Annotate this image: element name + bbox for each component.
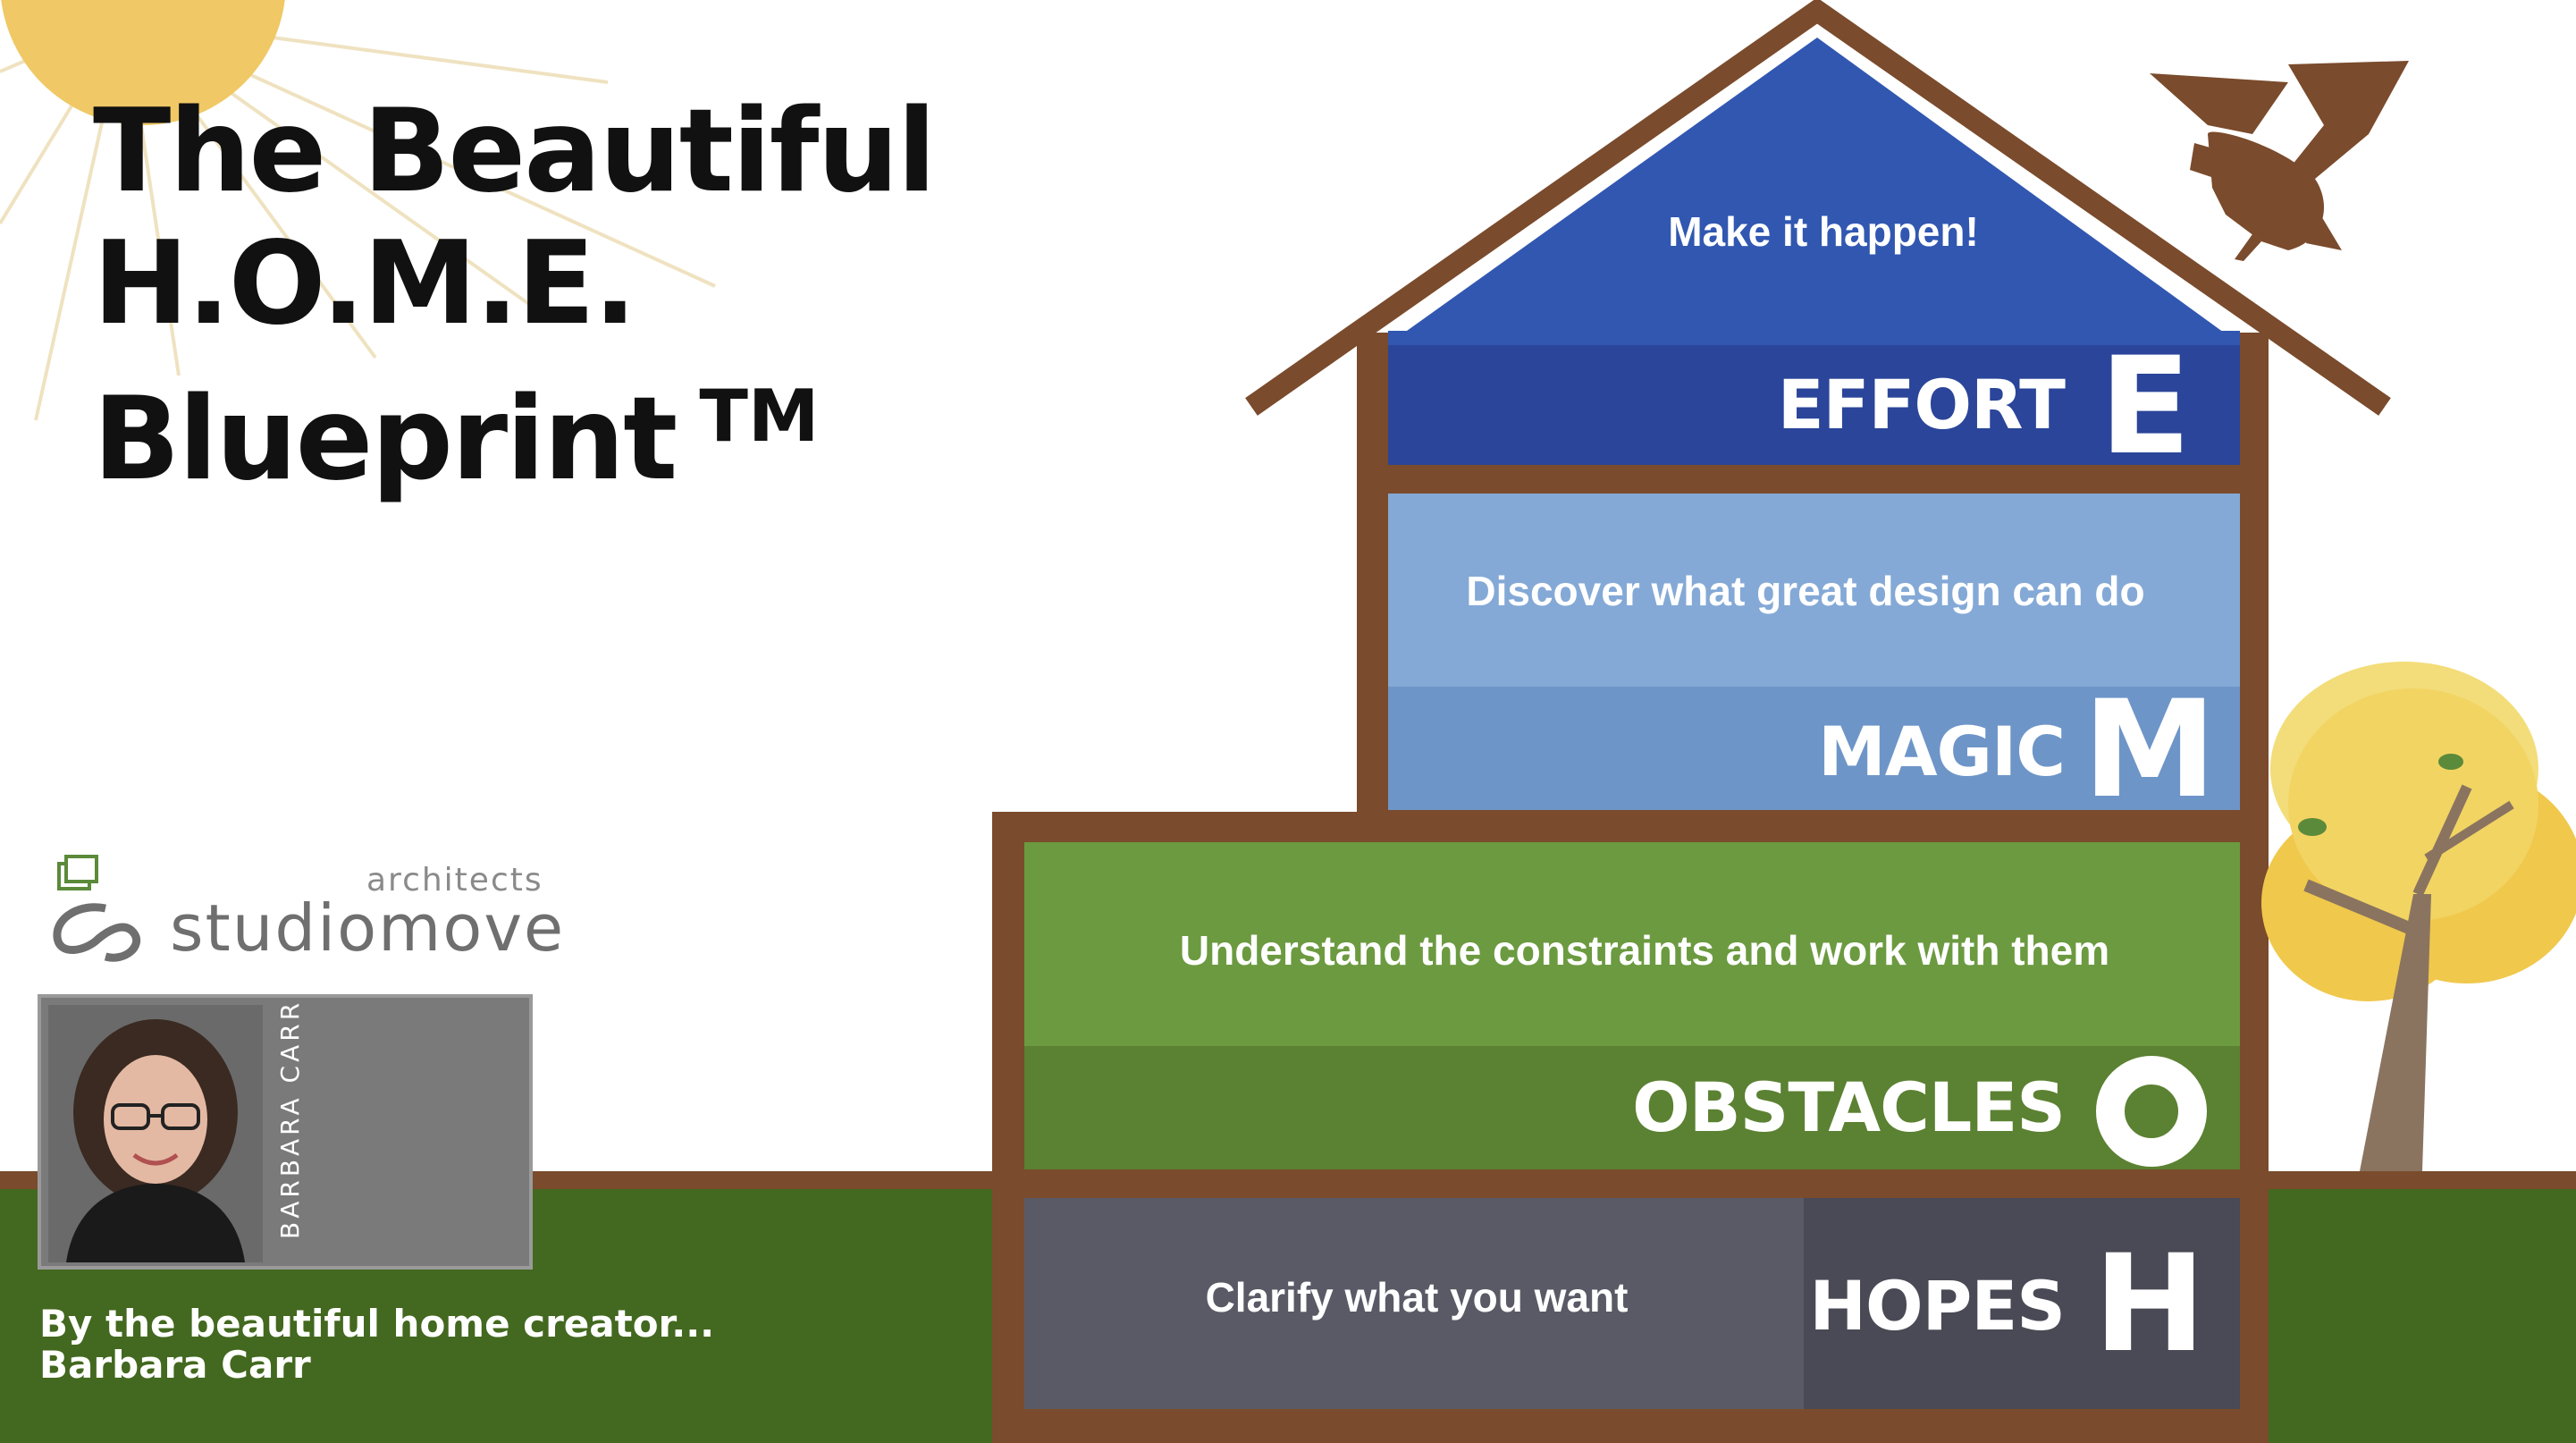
floor-obstacles-label-band xyxy=(1024,1046,2240,1169)
studiomove-logo-icon xyxy=(53,855,141,962)
eagle-icon xyxy=(2150,61,2409,261)
byline: By the beautiful home creator... Barbara… xyxy=(39,1304,714,1386)
card-vertical-name: BARBARA CARR xyxy=(275,999,305,1239)
author-card: BARBARA CARR xyxy=(38,994,533,1270)
floor-magic-label-band xyxy=(1388,687,2240,810)
effort-letter: E xyxy=(2099,329,2192,485)
logo-architects-text: architects xyxy=(366,862,543,899)
obstacles-description: Understand the constraints and work with… xyxy=(1179,927,2110,974)
page-title: The Beautiful H.O.M.E. Blueprint TM xyxy=(93,85,936,506)
title-line-1: The Beautiful xyxy=(93,85,936,218)
floor-hopes-label-band xyxy=(1804,1198,2240,1409)
hopes-label: HOPES xyxy=(1809,1266,2066,1346)
byline-line-2: Barbara Carr xyxy=(39,1343,311,1387)
floor-effort-top xyxy=(1388,38,2240,344)
byline-line-1: By the beautiful home creator... xyxy=(39,1302,715,1346)
floor-magic-desc-band xyxy=(1388,494,2240,687)
tree-icon xyxy=(2261,662,2576,1171)
effort-description: Make it happen! xyxy=(1668,208,1979,255)
title-line-3: Blueprint TM xyxy=(93,350,897,506)
floor-effort-label-band xyxy=(1388,345,2240,465)
floor-effort-desc-band xyxy=(1388,331,2240,347)
title-line-2: H.O.M.E. xyxy=(93,217,636,350)
studiomove-logo: architects studiomove xyxy=(50,849,563,966)
author-photo xyxy=(48,1005,263,1262)
hopes-description: Clarify what you want xyxy=(1205,1274,1629,1321)
floor-obstacles-desc-band xyxy=(1024,842,2240,1046)
magic-letter: M xyxy=(2083,672,2217,828)
hopes-letter: H xyxy=(2093,1227,2206,1382)
effort-label: EFFORT xyxy=(1777,365,2066,444)
obstacles-letter-icon xyxy=(2096,1056,2207,1167)
trademark-symbol: TM xyxy=(699,375,820,458)
title-blueprint: Blueprint xyxy=(93,373,678,506)
roof-line xyxy=(1245,0,2391,416)
sun-icon xyxy=(0,0,716,421)
magic-label: MAGIC xyxy=(1818,712,2066,791)
obstacles-label: OBSTACLES xyxy=(1632,1067,2066,1147)
floor-hopes-desc-band xyxy=(1024,1198,1804,1409)
magic-description: Discover what great design can do xyxy=(1466,568,2145,614)
logo-brand-text: studiomove xyxy=(170,890,566,966)
